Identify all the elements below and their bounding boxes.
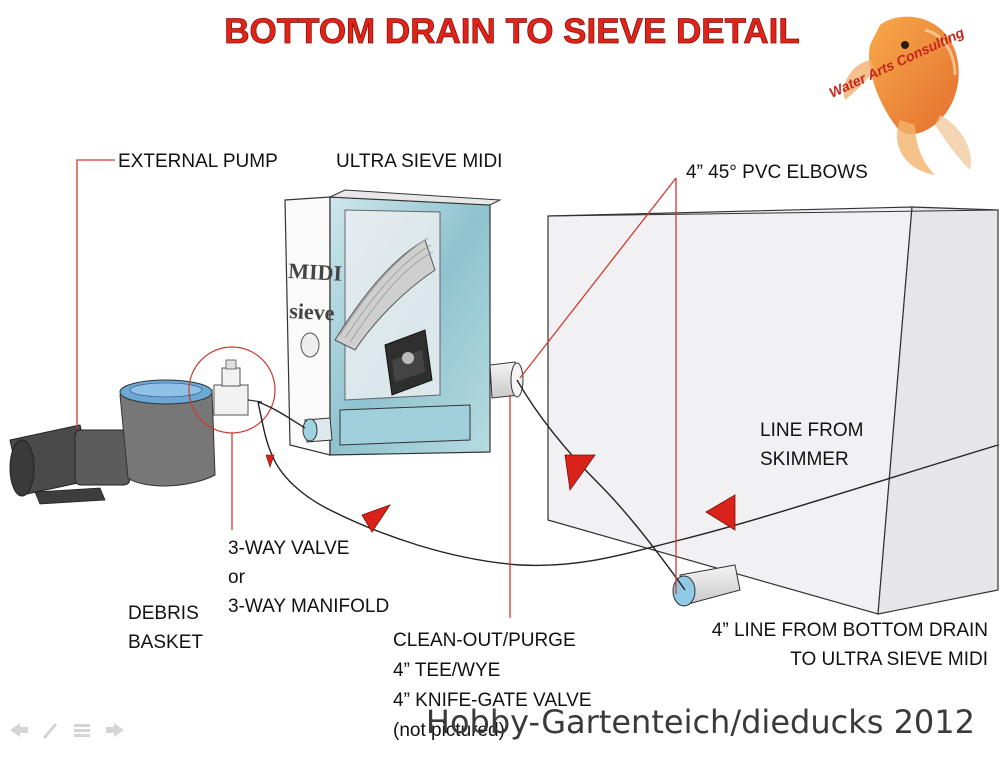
pen-icon[interactable]	[42, 723, 58, 739]
pipe-runs	[257, 379, 999, 591]
label-skimmer-line-1: LINE FROM	[760, 420, 863, 441]
slide-nav	[10, 723, 124, 739]
label-cleanout-3: 4” KNIFE-GATE VALVE	[393, 690, 592, 711]
label-pvc-elbows: 4” 45° PVC ELBOWS	[686, 162, 868, 183]
pond-box	[547, 206, 999, 615]
label-bottom-drain-2: TO ULTRA SIEVE MIDI	[790, 649, 988, 670]
label-skimmer-line-2: SKIMMER	[760, 449, 849, 470]
sieve-label-midi: MIDI	[288, 258, 343, 286]
goldfish-logo	[843, 16, 971, 175]
leader-lines	[76, 159, 677, 618]
label-external-pump: EXTERNAL PUMP	[118, 151, 278, 172]
sieve-inlet-pipe	[489, 361, 524, 399]
label-bottom-drain-1: 4” LINE FROM BOTTOM DRAIN	[712, 620, 988, 641]
flow-arrow-4	[265, 454, 275, 468]
three-way-valve	[188, 346, 276, 434]
menu-icon[interactable]	[74, 724, 90, 737]
label-valve-1: 3-WAY VALVE	[228, 538, 349, 559]
label-ultra-sieve: ULTRA SIEVE MIDI	[336, 151, 502, 172]
label-valve-3: 3-WAY MANIFOLD	[228, 596, 389, 617]
sieve-outlet-pipe	[302, 417, 333, 443]
arrow-left-icon[interactable]	[10, 723, 28, 737]
label-cleanout-1: CLEAN-OUT/PURGE	[393, 630, 576, 651]
diagram-title: BOTTOM DRAIN TO SIEVE DETAIL	[224, 12, 800, 51]
flow-arrow-3	[564, 454, 596, 492]
label-debris-1: DEBRIS	[128, 603, 199, 624]
watermark-text: Hobby-Gartenteich/dieducks 2012	[426, 703, 975, 741]
flow-arrow-2	[705, 494, 736, 531]
debris-basket	[119, 379, 216, 487]
arrow-right-icon[interactable]	[106, 723, 124, 737]
sieve-label-sieve: sieve	[289, 298, 336, 325]
external-pump	[9, 424, 141, 505]
bottom-drain-pipe	[672, 564, 741, 607]
label-cleanout-4: (not pictured)	[393, 720, 505, 741]
ultra-sieve-midi: MIDI sieve	[284, 189, 502, 456]
label-valve-2: or	[228, 567, 246, 588]
label-cleanout-2: 4” TEE/WYE	[393, 660, 500, 681]
label-debris-2: BASKET	[128, 632, 203, 653]
flow-arrow-1	[361, 504, 392, 533]
